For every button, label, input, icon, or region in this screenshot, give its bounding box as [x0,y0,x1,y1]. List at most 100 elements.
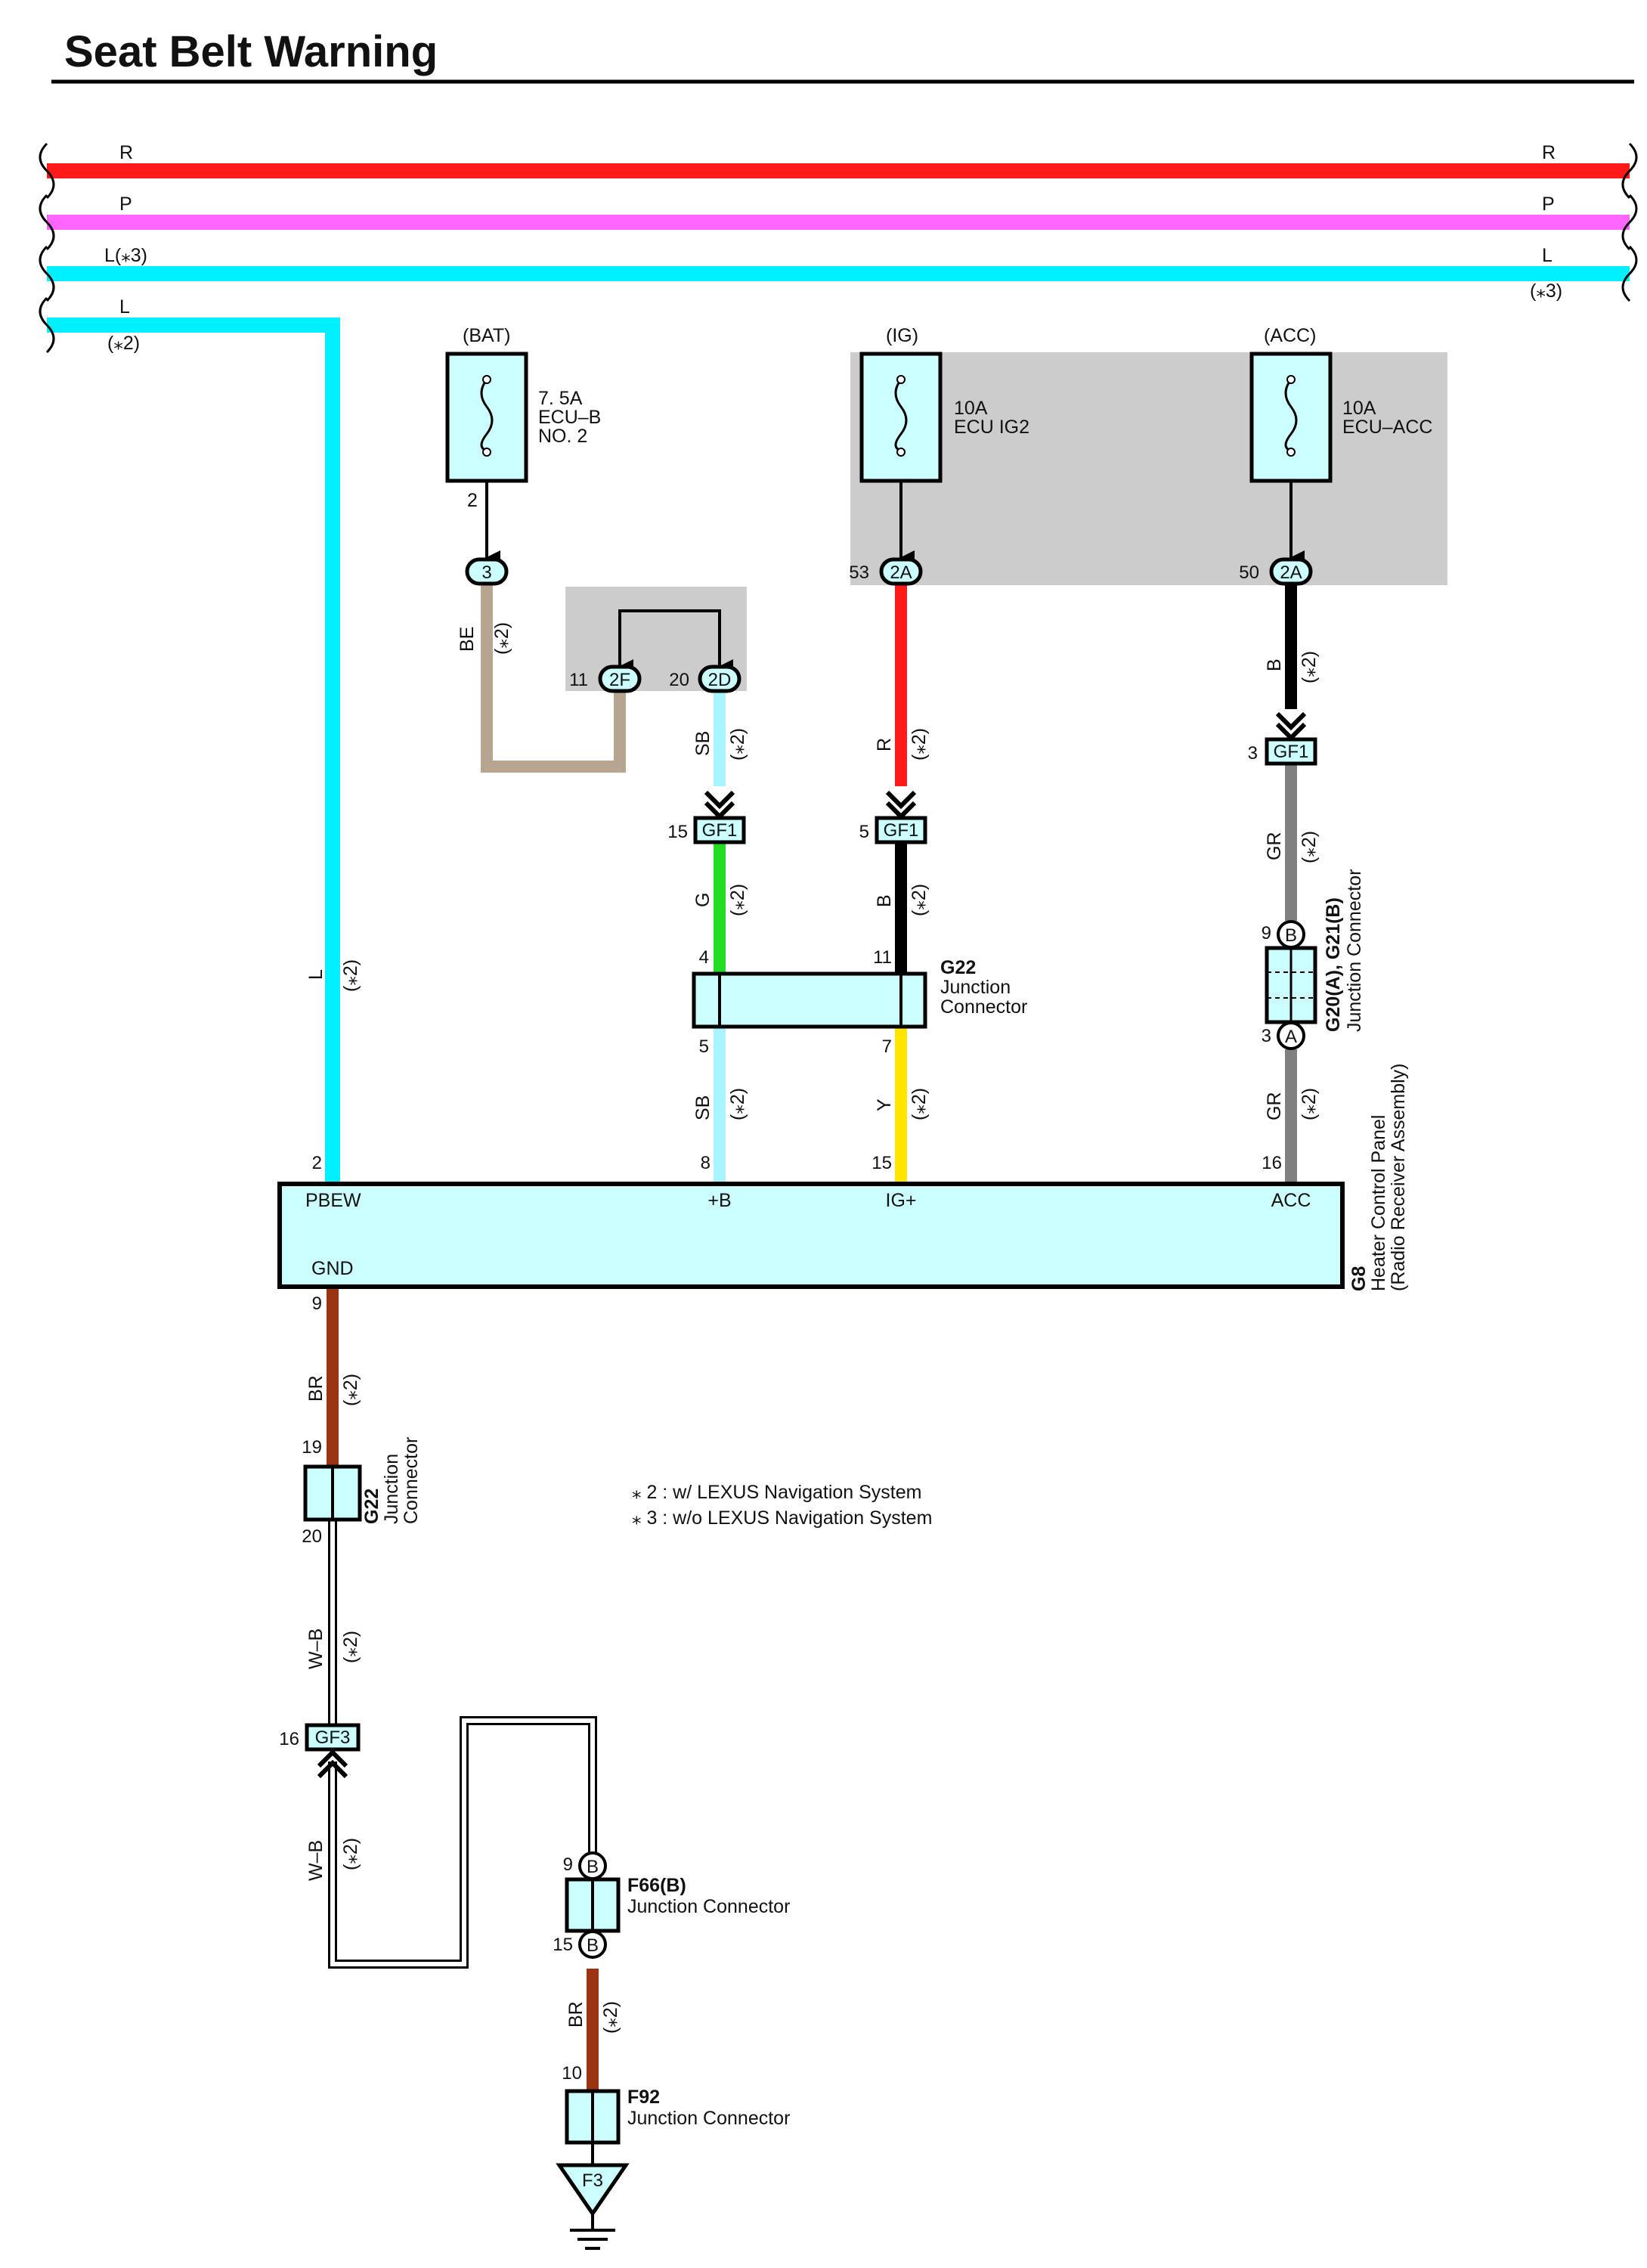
wire-label-b-ig: B [874,894,895,907]
f66-letter-top: B [587,1857,599,1877]
gf1-chevrons [704,711,1307,820]
wire-label-wb-top: W–B [305,1628,327,1669]
connector-gf3-pin: 16 [279,1729,299,1749]
wire-note-g: (⁎2) [727,884,748,916]
wire-wb [328,1521,597,1969]
gf3-chevrons [317,1749,348,1779]
g22-top-pin-in-right: 11 [873,947,892,968]
wire-label-gr-bot: GR [1264,1092,1285,1121]
fuse-acc [1249,352,1333,565]
f66-name: F66(B) [627,1875,686,1896]
bus-label-p-left: P [119,194,132,215]
g22-bot-pin-top: 19 [302,1437,322,1458]
g22-bot-pin-bot: 20 [302,1526,322,1547]
wire-l-to-pbew [47,318,340,1185]
g22-top-name: G22 [940,957,976,978]
connector-gf1-a-label: GF1 [702,820,738,841]
g8-terminal-pbew: PBEW [305,1190,361,1211]
connector-3: 3 [481,562,491,583]
power-bus [39,142,1638,1185]
wire-note-br-top: (⁎2) [340,1374,361,1406]
wire-note-wb-bot: (⁎2) [340,1838,361,1870]
note-2: ⁎ 2 : w/ LEXUS Navigation System [632,1482,921,1503]
wire-label-r-ig: R [874,738,895,751]
f92-desc: Junction Connector [627,2108,790,2129]
connector-gf1-a-pin: 15 [667,822,688,842]
fuse-bat-pin: 2 [467,490,478,511]
f66-desc: Junction Connector [627,1896,790,1917]
connector-gf1-c [1265,737,1317,766]
g8-desc2: (Radio Receiver Assembly) [1388,1064,1409,1292]
fuse-bat-name1: ECU–B [538,407,601,428]
oval-connectors [465,557,1313,693]
g22-top-desc2: Connector [940,996,1027,1018]
component-g8 [277,1182,1345,1289]
fuse-bat-header: (BAT) [463,325,510,346]
connector-2f: 2F [609,670,630,690]
g22-bot-name: G22 [361,1489,382,1524]
wire-note-be: (⁎2) [491,622,512,655]
wire-note-l-main: (⁎2) [340,959,361,992]
f66-pin-bot: 15 [553,1935,573,1955]
connector-2f-pin: 11 [569,670,588,690]
connector-gf1-b [875,816,927,844]
wire-note-br-bot: (⁎2) [600,2001,621,2034]
g8-pin-acc: 16 [1262,1153,1282,1173]
wire-label-sb-top: SB [692,731,714,756]
wire-note-y: (⁎2) [909,1088,930,1120]
f92-pin: 10 [562,2063,582,2084]
bus-label-r-left: R [119,142,133,163]
g8-pin-ig-plus: 15 [871,1153,892,1173]
g20-pin-top-letter: B [1285,925,1297,946]
connector-gf1-b-label: GF1 [884,820,919,841]
connector-2a-acc: 2A [1280,562,1302,583]
ground-f3-label: F3 [582,2170,603,2191]
wire-note-b-acc: (⁎2) [1299,651,1320,683]
wire-label-l2: L [119,296,130,318]
g22-top-pin-out-left: 5 [699,1036,709,1057]
g8-desc1: Heater Control Panel [1368,1115,1389,1291]
g20-name: G20(A), G21(B) [1323,897,1344,1032]
g22-top-pin-out-right: 7 [882,1036,892,1057]
connector-gf1-c-pin: 3 [1248,743,1258,764]
fuse-ig-name: ECU IG2 [954,417,1029,438]
wires [327,582,1297,2094]
fuse-bat-rating: 7. 5A [538,388,583,409]
page-title: Seat Belt Warning [64,27,438,76]
f66-letter-bot: B [587,1935,599,1956]
junction-connector-g22-top [692,971,927,1029]
wire-label-sb-bot: SB [692,1095,714,1120]
bus-note-l-right: (⁎3) [1530,280,1562,302]
junction-connector-f92 [565,2089,621,2164]
wire-label-b-acc: B [1264,658,1285,671]
wire-note-gr-bot: (⁎2) [1299,1088,1320,1120]
fuse-acc-name: ECU–ACC [1342,417,1432,438]
fuse-acc-rating: 10A [1342,398,1376,419]
connector-2d: 2D [708,670,732,690]
g8-pin-plus-b: 8 [701,1153,711,1173]
connector-gf1-b-pin: 5 [859,822,869,842]
f92-name: F92 [627,2087,660,2108]
note-3: ⁎ 3 : w/o LEXUS Navigation System [632,1507,932,1529]
junction-connector-g20-g21 [1265,920,1317,1050]
junction-connector-g22-bot [303,1464,362,1522]
g8-terminal-gnd: GND [311,1258,354,1279]
g22-top-desc1: Junction [940,977,1011,998]
wire-note-l2: (⁎2) [107,333,140,354]
wire-note-r-ig: (⁎2) [909,728,930,761]
connector-2a-ig-pin: 53 [849,562,869,583]
g20-desc: Junction Connector [1344,869,1365,1032]
bus-label-l-left: L(⁎3) [104,245,147,266]
g20-pin-bot: 3 [1262,1026,1271,1046]
bus-label-p-right: P [1542,194,1555,215]
connector-gf3 [305,1723,361,1752]
connector-gf1-a [693,816,746,844]
bus-label-r-right: R [1542,142,1556,163]
g8-pin-gnd: 9 [312,1294,322,1314]
g22-top-pin-in-left: 4 [699,947,709,968]
fuse-acc-header: (ACC) [1264,325,1316,346]
wire-note-gr-top: (⁎2) [1299,831,1320,863]
g8-terminal-acc: ACC [1271,1190,1311,1211]
g8-pin-pbew: 2 [312,1153,322,1173]
